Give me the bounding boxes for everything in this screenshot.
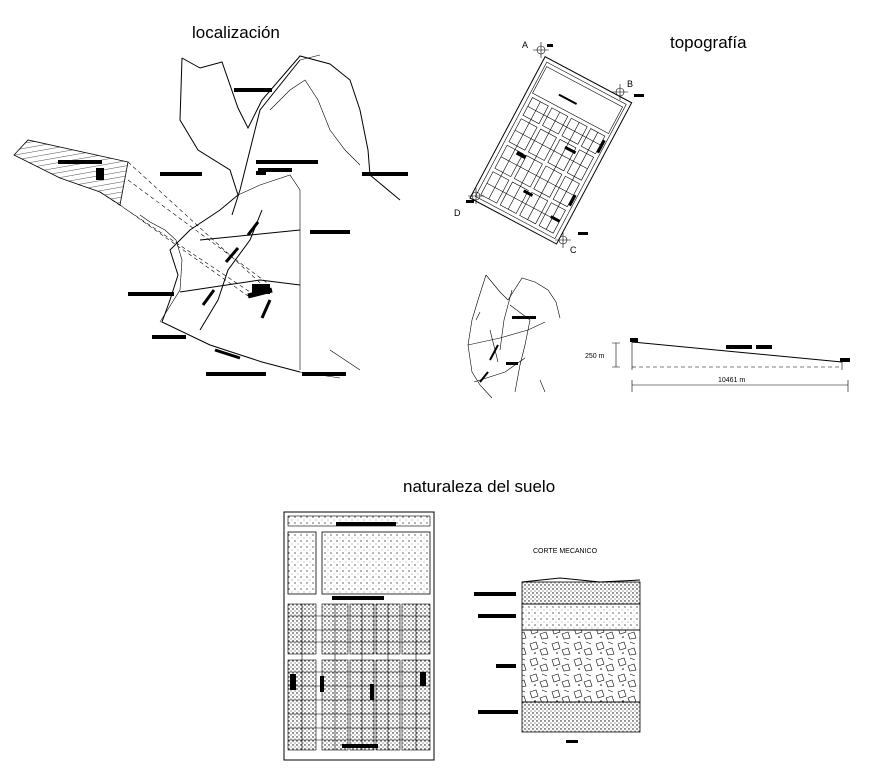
soil-section-title: CORTE MECANICO [533, 548, 598, 555]
topography-plan: A B C D [454, 40, 644, 255]
title-naturaleza-del-suelo: naturaleza del suelo [403, 477, 555, 496]
hatched-region [13, 139, 129, 206]
corner-c-label: C [570, 245, 577, 255]
title-topografia: topografía [670, 33, 747, 52]
title-localizacion: localización [192, 23, 280, 42]
soil-plan [283, 511, 435, 761]
corner-b-label: B [627, 79, 633, 89]
soil-section: CORTE MECANICO [474, 548, 641, 743]
profile-length-label: 10461 m [718, 377, 745, 384]
small-location-map [467, 274, 561, 399]
localization-map [13, 54, 408, 379]
elevation-profile: 250 m 10461 m [585, 338, 850, 392]
corner-d-label: D [454, 208, 461, 218]
profile-height-label: 250 m [585, 353, 605, 360]
corner-a-label: A [522, 40, 528, 50]
